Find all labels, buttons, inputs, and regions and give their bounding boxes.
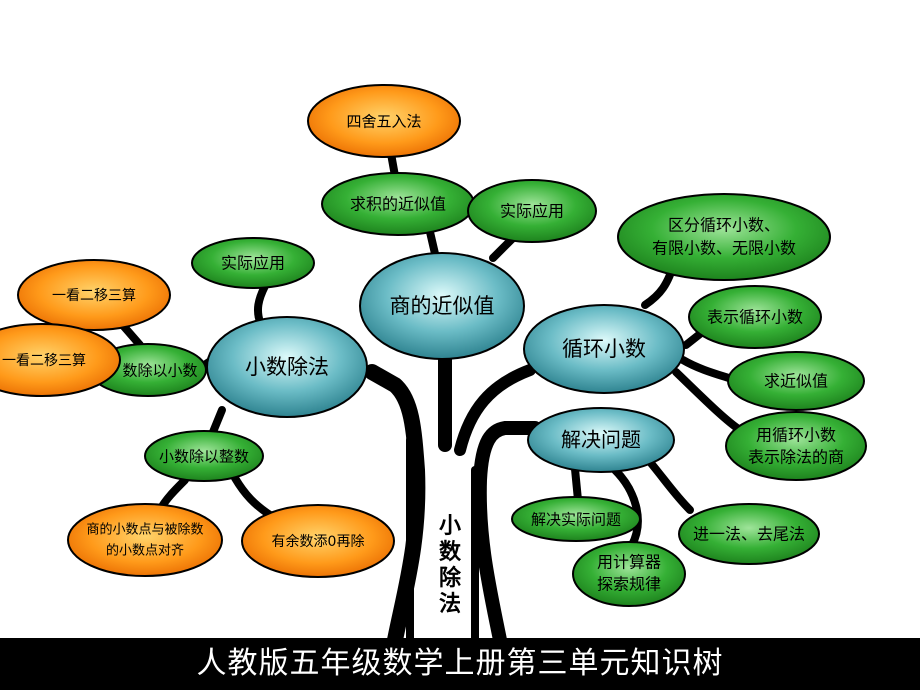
trunk-label: 小 数 除 法 xyxy=(439,514,462,617)
node-shiji-top: 实际应用 xyxy=(467,179,597,243)
node-yikan2-label: 一看二移三算 xyxy=(2,353,86,369)
node-shiji-left: 实际应用 xyxy=(191,237,315,289)
node-chuxiaoshu-label: 数除以小数 xyxy=(122,362,197,380)
node-jisuanqi: 用计算器 探索规律 xyxy=(572,541,686,607)
node-jinyi-label: 进一法、去尾法 xyxy=(693,525,805,544)
node-jinyi: 进一法、去尾法 xyxy=(678,503,820,565)
node-qiuji: 求积的近似值 xyxy=(321,172,475,236)
trunk-label-char-3: 除 xyxy=(439,565,462,591)
node-shangjin-label: 商的近似值 xyxy=(390,294,495,318)
node-shangxiao: 商的小数点与被除数 的小数点对齐 xyxy=(67,503,223,577)
node-jiejueshiji: 解决实际问题 xyxy=(511,496,641,542)
node-qiujin-label: 求近似值 xyxy=(764,372,828,391)
node-biaoshi: 表示循环小数 xyxy=(688,285,822,349)
node-yikan1-label: 一看二移三算 xyxy=(52,288,136,304)
node-shangxiao-line1: 商的小数点与被除数 xyxy=(86,522,203,538)
node-qufen: 区分循环小数、 有限小数、无限小数 xyxy=(617,193,831,281)
node-qiuji-label: 求积的近似值 xyxy=(350,195,446,214)
node-yongxun-line2: 表示除法的商 xyxy=(748,448,844,467)
node-yuyu: 有余数添0再除 xyxy=(241,504,395,578)
node-qiujin: 求近似值 xyxy=(727,351,865,411)
node-xiaoshuchufa: 小数除法 xyxy=(206,316,368,418)
node-shangxiao-line2: 的小数点对齐 xyxy=(106,543,184,559)
node-yikan2: 一看二移三算 xyxy=(0,323,121,397)
trunk-label-char-2: 数 xyxy=(439,539,462,565)
node-jiejueshiji-label: 解决实际问题 xyxy=(531,511,621,529)
node-sishe: 四舍五入法 xyxy=(307,84,461,158)
node-shiji-left-label: 实际应用 xyxy=(221,254,285,273)
footer-title: 人教版五年级数学上册第三单元知识树 xyxy=(0,638,920,690)
node-xiaoshuchufa-label: 小数除法 xyxy=(245,355,329,379)
node-jisuanqi-line2: 探索规律 xyxy=(597,575,661,594)
node-qufen-line1: 区分循环小数、 xyxy=(668,216,780,235)
node-jisuanqi-line1: 用计算器 xyxy=(597,553,661,572)
node-sishe-label: 四舍五入法 xyxy=(346,113,421,131)
node-yongxun-line1: 用循环小数 xyxy=(756,426,836,445)
trunk-label-char-1: 小 xyxy=(439,514,461,539)
node-chuzhengshu: 小数除以整数 xyxy=(144,430,264,482)
node-yongxun: 用循环小数 表示除法的商 xyxy=(725,411,867,481)
node-jiejue-label: 解决问题 xyxy=(561,428,641,452)
trunk xyxy=(364,333,542,648)
node-biaoshi-label: 表示循环小数 xyxy=(707,308,803,327)
node-shiji-top-label: 实际应用 xyxy=(500,202,564,221)
node-xunhuan: 循环小数 xyxy=(523,304,685,394)
node-jiejue: 解决问题 xyxy=(527,407,675,473)
node-yikan1: 一看二移三算 xyxy=(17,259,171,331)
node-shangjin: 商的近似值 xyxy=(359,252,525,360)
node-qufen-line2: 有限小数、无限小数 xyxy=(652,239,796,258)
node-yuyu-label: 有余数添0再除 xyxy=(272,533,365,550)
branches xyxy=(116,144,744,549)
trunk-label-char-4: 法 xyxy=(439,592,461,617)
node-chuzhengshu-label: 小数除以整数 xyxy=(159,448,249,466)
node-xunhuan-label: 循环小数 xyxy=(562,337,646,361)
